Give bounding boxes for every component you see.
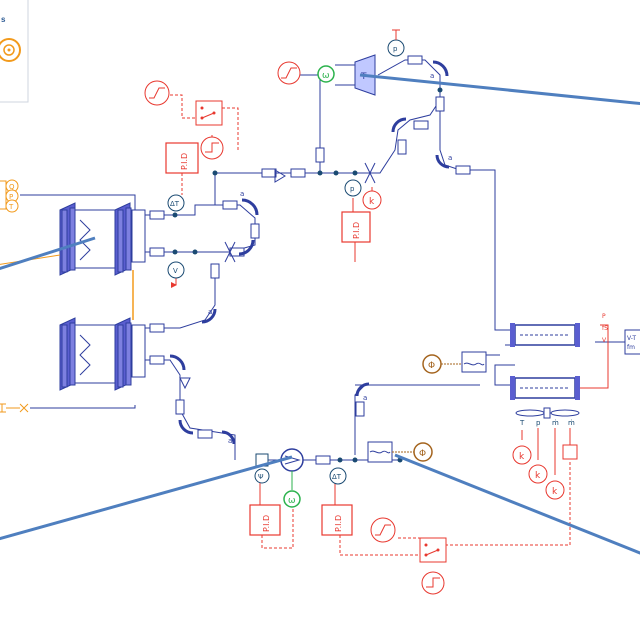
ramp-source-top <box>144 80 170 106</box>
svg-text:ΔT: ΔT <box>332 473 342 481</box>
gain-k-radiator-3: k <box>545 480 565 500</box>
stack-exchanger-top <box>59 202 146 276</box>
sensor-delta-t-bottom: ΔT <box>329 467 347 485</box>
sensor-delta-t-top: ΔT <box>167 194 185 212</box>
pipe-segments <box>149 55 471 465</box>
svg-text:k: k <box>535 471 541 481</box>
gear-icon <box>0 38 21 62</box>
right-device: V-T fm <box>595 329 640 355</box>
radiator-sensor-labels: T p ṁ ṁ <box>519 419 575 427</box>
svg-text:Ψ: Ψ <box>258 473 264 481</box>
pid-block-bottom-mid: P.I.D <box>321 504 353 536</box>
orifice-labels: a a a a a a <box>208 72 452 445</box>
switch-block-bottom <box>419 537 447 563</box>
svg-text:Q: Q <box>9 183 15 191</box>
svg-text:V: V <box>173 267 178 275</box>
svg-text:ΔT: ΔT <box>170 200 180 208</box>
step-source-top <box>200 136 224 160</box>
pid-block-mid: P.I.D <box>341 211 371 243</box>
pipe-bends <box>169 60 450 445</box>
svg-text:ṁ: ṁ <box>552 419 559 427</box>
stack-exchanger-bottom <box>59 317 146 391</box>
gain-k-top: k <box>362 190 382 210</box>
sensor-v-top: V <box>167 261 185 279</box>
thermal-sensor: Q P T <box>0 179 61 265</box>
svg-text:P.I.D: P.I.D <box>180 153 189 170</box>
rotation-sensor-bottom: ω <box>283 471 301 508</box>
rotation-sensor-top: ω <box>317 65 335 83</box>
heat-source-bottom: Φ <box>392 442 433 462</box>
svg-text:k: k <box>369 197 375 207</box>
overlay-lines <box>0 73 640 555</box>
svg-text:k: k <box>552 487 558 497</box>
svg-text:T: T <box>360 72 367 82</box>
svg-text:ω: ω <box>322 71 330 81</box>
heat-source-right: Φ <box>422 354 462 374</box>
svg-text:T: T <box>519 419 525 427</box>
pipe-network <box>20 59 515 461</box>
svg-text:fS: fS <box>602 325 608 332</box>
svg-text:p: p <box>536 419 541 427</box>
ramp-source-bottom <box>370 517 396 543</box>
gain-k-radiator-1: k <box>512 445 532 465</box>
pipe-heat-exchanger-top <box>510 323 580 347</box>
svg-text:P: P <box>9 193 13 201</box>
sensor-psi: Ψ <box>254 453 270 484</box>
svg-text:a: a <box>363 394 367 402</box>
fan-icon <box>515 407 580 419</box>
sensor-p-mid: p <box>344 179 362 197</box>
svg-text:Φ: Φ <box>419 449 426 459</box>
svg-text:a: a <box>240 190 244 198</box>
gain-k-box <box>562 444 578 460</box>
thermal-valve-bottom <box>0 403 29 413</box>
legend-box: s <box>0 0 29 103</box>
svg-text:P.I.D: P.I.D <box>334 515 343 532</box>
step-source-bottom <box>421 571 445 595</box>
svg-text:fm: fm <box>627 344 635 351</box>
svg-text:a: a <box>228 437 232 445</box>
svg-text:a: a <box>430 72 434 80</box>
reservoir-tank <box>367 441 393 463</box>
ramp-source-turbine <box>277 61 301 85</box>
svg-text:a: a <box>208 308 212 316</box>
svg-text:V-T: V-T <box>627 335 636 342</box>
svg-text:p: p <box>393 45 398 53</box>
svg-text:a: a <box>448 154 452 162</box>
svg-text:V: V <box>602 337 607 344</box>
svg-text:P.I.D: P.I.D <box>352 222 361 239</box>
svg-text:Φ: Φ <box>428 361 435 371</box>
svg-text:ṁ: ṁ <box>568 419 575 427</box>
svg-text:P.I.D: P.I.D <box>262 515 271 532</box>
svg-text:ω: ω <box>288 496 296 506</box>
svg-text:P: P <box>602 313 606 320</box>
switch-block-top <box>195 100 223 126</box>
svg-text:s: s <box>1 15 6 24</box>
right-device-labels: P fS V <box>602 313 608 344</box>
svg-text:k: k <box>519 452 525 462</box>
svg-text:T: T <box>8 203 14 211</box>
pipe-heat-exchanger-bottom <box>510 376 580 400</box>
valves <box>179 162 376 390</box>
reservoir-tank-right <box>461 351 487 373</box>
svg-text:p: p <box>350 185 355 193</box>
sensor-p-top: p <box>387 29 405 57</box>
gain-k-radiator-2: k <box>528 464 548 484</box>
pid-block-bottom-left: P.I.D <box>249 504 281 536</box>
pid-block-top: P.I.D <box>165 142 199 174</box>
